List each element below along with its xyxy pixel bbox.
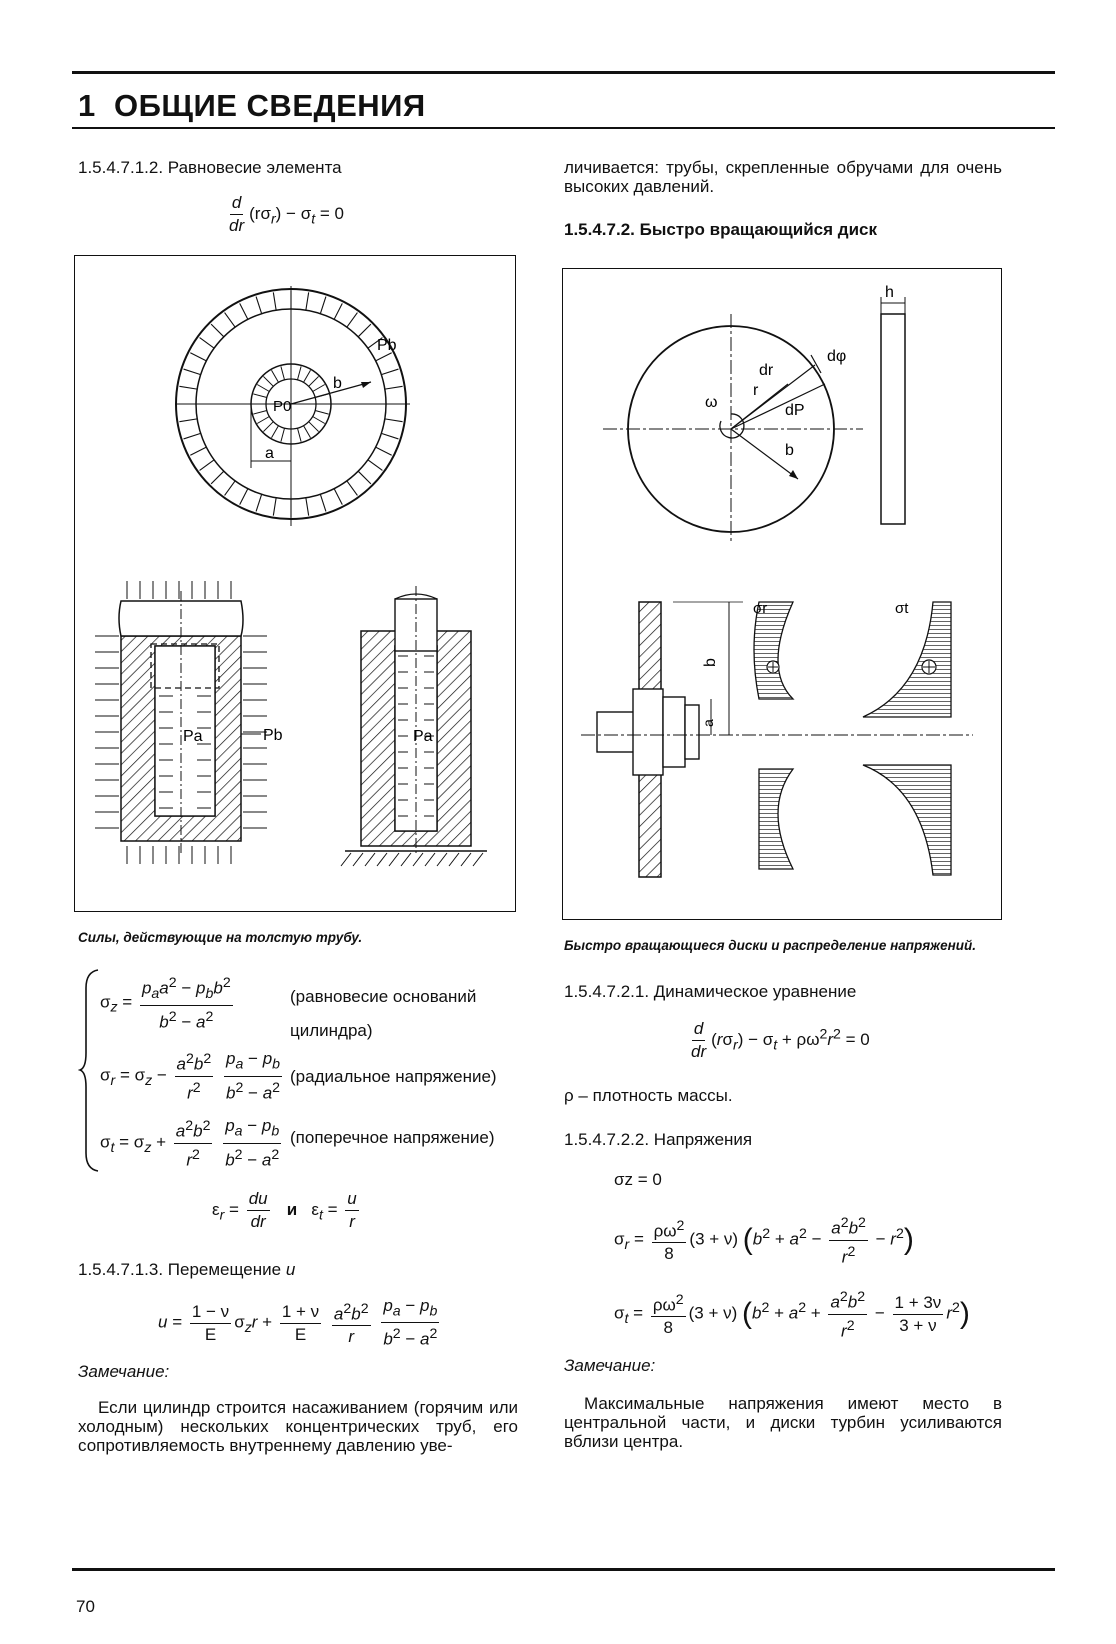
- right-continued-text: личивается: трубы, скрепленные обручами …: [564, 158, 1002, 196]
- equation-brace: [78, 969, 99, 1172]
- bottom-rule: [72, 1568, 1055, 1571]
- label-sigma-t: σt: [895, 600, 909, 617]
- title-rule: [72, 127, 1055, 129]
- section-heading-displacement: 1.5.4.7.1.3. Перемещение u: [78, 1260, 296, 1279]
- right-figure-caption: Быстро вращающиеся диски и распределение…: [564, 938, 977, 953]
- label-r: r: [753, 382, 759, 399]
- label-pb: Pb: [377, 337, 397, 354]
- rho-definition: ρ – плотность массы.: [564, 1086, 733, 1105]
- label-dphi: dφ: [827, 348, 846, 365]
- label-a: a: [265, 445, 274, 462]
- note-cylinder: цилиндра): [290, 1021, 373, 1040]
- note-transverse-stress: (поперечное напряжение): [290, 1128, 495, 1147]
- label-b-section: b: [702, 658, 719, 667]
- left-remark-heading: Замечание:: [78, 1362, 170, 1381]
- chapter-title: 1 ОБЩИЕ СВЕДЕНИЯ: [78, 88, 426, 123]
- left-remark-text: Если цилиндр строится насаживанием (горя…: [78, 1398, 518, 1455]
- rotating-disc-figure: dr dφ ω r dP b h b a σr σt: [562, 268, 1002, 920]
- note-radial-stress: (радиальное напряжение): [290, 1067, 497, 1086]
- top-rule: [72, 71, 1055, 74]
- label-a-section: a: [700, 719, 716, 727]
- label-sigma-r: σr: [753, 600, 767, 617]
- page-number: 70: [76, 1597, 95, 1616]
- label-pa: Pa: [183, 728, 203, 745]
- label-pa2: Pa: [413, 728, 433, 745]
- section-heading-dynamic-equation: 1.5.4.7.2.1. Динамическое уравнение: [564, 982, 857, 1001]
- label-pb2: Pb: [263, 727, 283, 744]
- label-dr: dr: [759, 362, 774, 379]
- equation-sigma-z-zero: σz = 0: [614, 1170, 662, 1189]
- label-h: h: [885, 284, 894, 301]
- label-omega: ω: [705, 394, 718, 411]
- label-b: b: [333, 375, 342, 392]
- left-figure-caption: Силы, действующие на толстую трубу.: [78, 930, 363, 945]
- thick-tube-figure: Pb b P0 a Pa Pb Pa: [74, 255, 516, 912]
- label-dP: dP: [785, 402, 805, 419]
- right-remark-heading: Замечание:: [564, 1356, 656, 1375]
- section-heading-equilibrium: 1.5.4.7.1.2. Равновесие элемента: [78, 158, 342, 177]
- note-base-equilibrium: (равновесие оснований: [290, 987, 477, 1006]
- label-b-disc: b: [785, 442, 794, 459]
- label-p0: P0: [273, 398, 291, 415]
- section-heading-rotating-disc: 1.5.4.7.2. Быстро вращающийся диск: [564, 220, 877, 239]
- section-heading-stresses: 1.5.4.7.2.2. Напряжения: [564, 1130, 753, 1149]
- right-remark-text: Максимальные напряжения имеют место в це…: [564, 1394, 1002, 1451]
